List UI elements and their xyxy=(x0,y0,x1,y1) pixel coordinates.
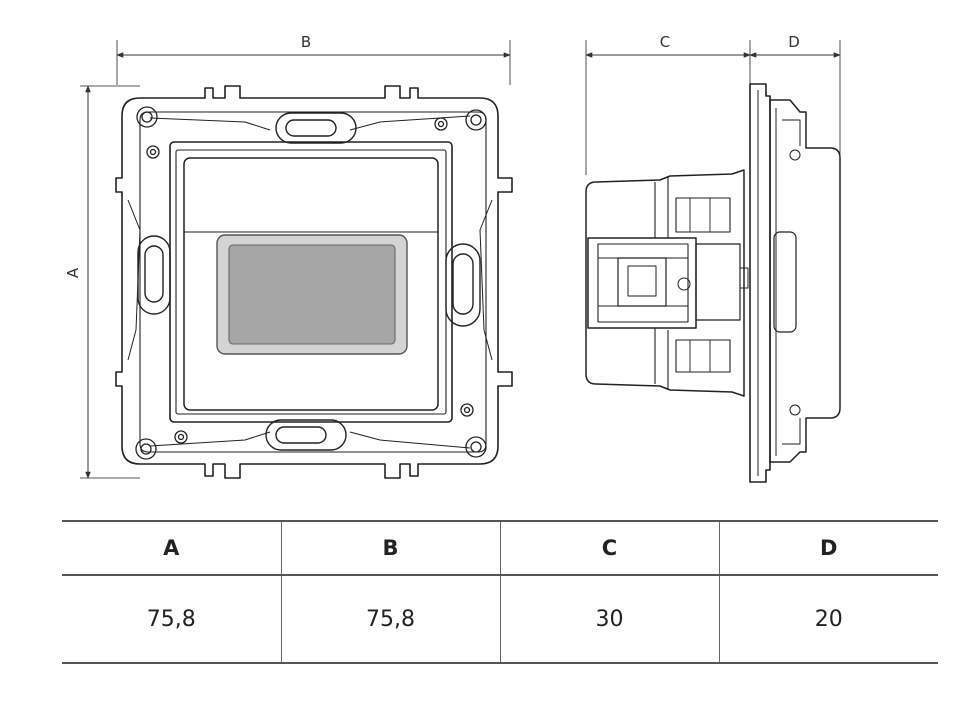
value-a: 75,8 xyxy=(62,575,281,664)
column-header-b: B xyxy=(280,520,500,576)
technical-drawing: B A C D xyxy=(64,33,841,483)
value-b: 75,8 xyxy=(280,575,500,664)
front-cover xyxy=(183,157,439,411)
corner-screw-holes xyxy=(135,106,487,460)
rear-mechanism xyxy=(585,169,745,397)
column-header-d: D xyxy=(718,520,938,576)
dim-label-c: C xyxy=(660,33,670,51)
column-header-a: A xyxy=(62,520,281,576)
module-housing xyxy=(169,141,453,423)
value-d: 20 xyxy=(718,575,938,664)
dim-label-b: B xyxy=(301,33,311,51)
terminal-connector xyxy=(587,237,749,329)
fixing-slots xyxy=(137,112,481,451)
dim-label-a: A xyxy=(64,267,82,278)
dimensions-table: A B C D 75,8 75,8 30 20 xyxy=(62,520,938,664)
column-header-c: C xyxy=(499,520,719,576)
dimension-lines xyxy=(85,52,841,479)
mounting-plate xyxy=(749,83,771,483)
mounting-frame-outline xyxy=(115,85,513,479)
side-view xyxy=(585,40,841,483)
front-view xyxy=(80,40,513,479)
front-cover-profile xyxy=(769,99,841,463)
value-c: 30 xyxy=(499,575,719,664)
table-row: 75,8 75,8 30 20 xyxy=(62,575,938,664)
table-header-row: A B C D xyxy=(62,520,938,576)
dim-label-d: D xyxy=(788,33,800,51)
dimension-labels: B A C D xyxy=(64,33,800,278)
